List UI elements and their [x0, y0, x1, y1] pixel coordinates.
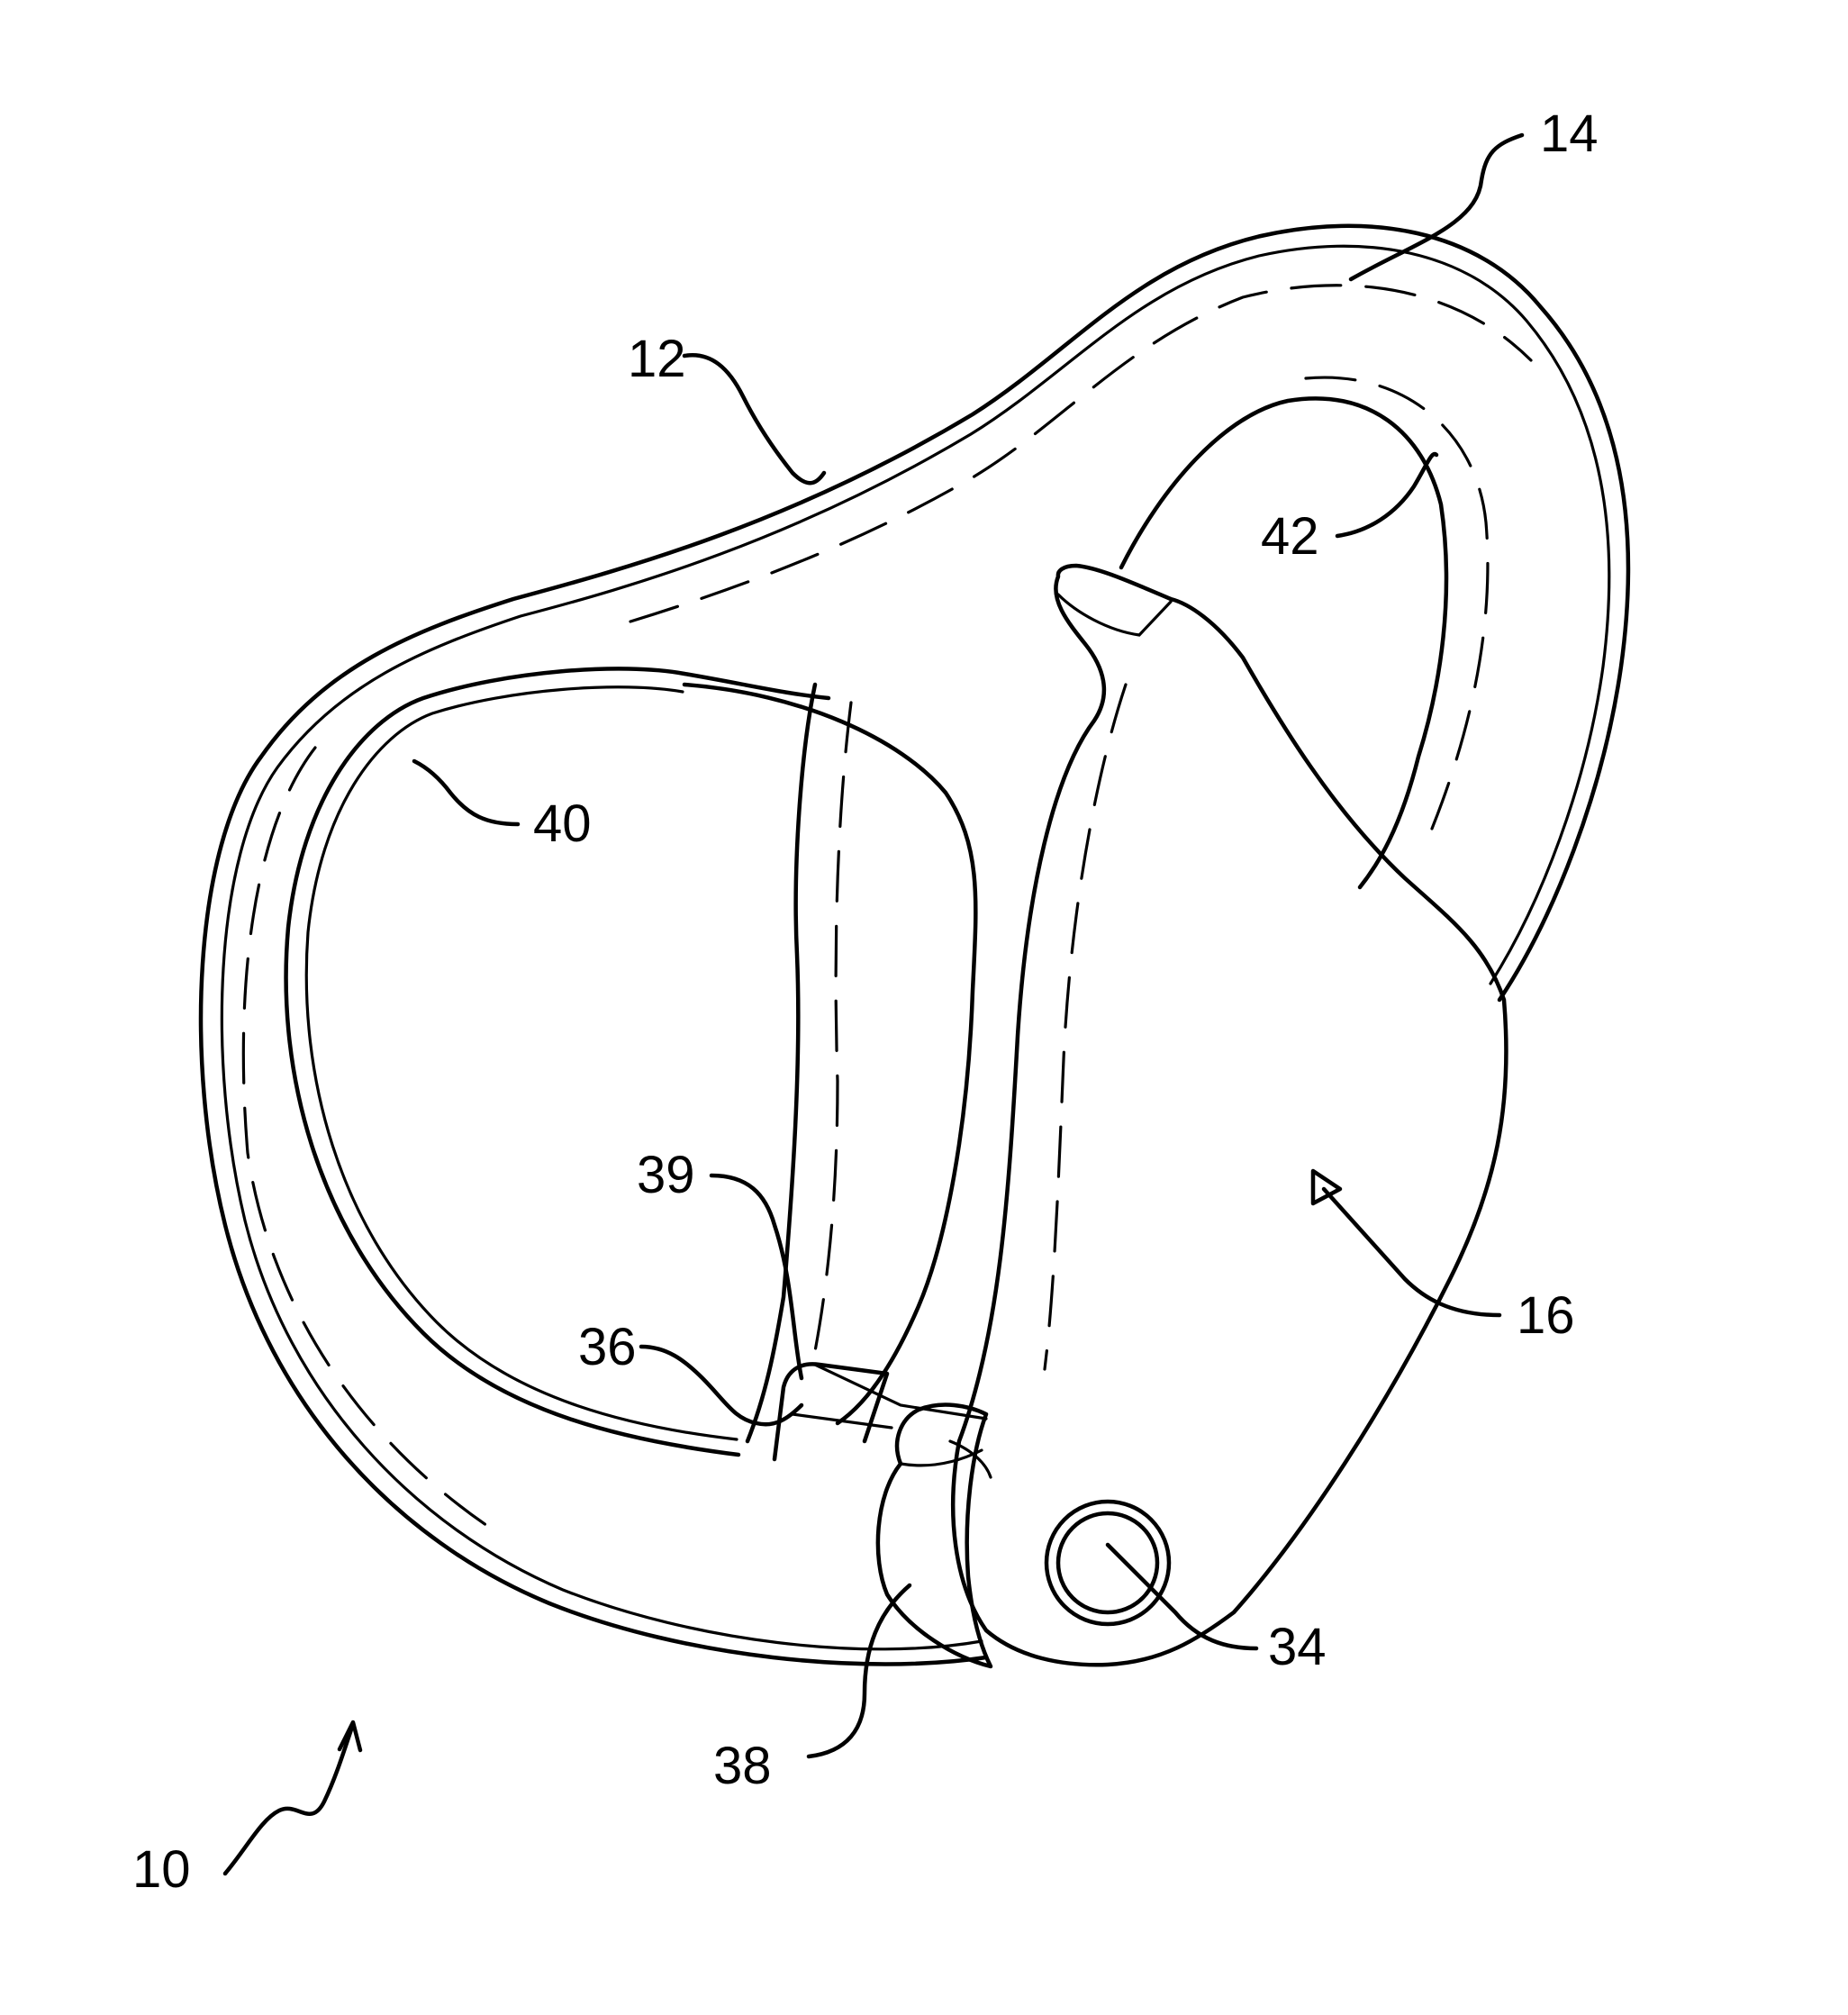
strut-right-edge [747, 685, 815, 1441]
label-42: 42 [1261, 507, 1319, 566]
leader-36 [641, 1347, 802, 1424]
lower-opening-outline [286, 668, 829, 1455]
label-34: 34 [1268, 1618, 1327, 1676]
body-outline-inner [222, 246, 1608, 1649]
leader-12 [684, 355, 824, 483]
gate-edge-highlight [1045, 685, 1126, 1369]
leader-16-arrowhead [1313, 1171, 1340, 1203]
body-highlight-left [243, 748, 495, 1531]
label-14: 14 [1540, 104, 1599, 163]
label-38: 38 [713, 1737, 772, 1795]
leader-40 [414, 761, 518, 824]
label-36: 36 [578, 1318, 637, 1376]
label-39: 39 [637, 1146, 695, 1204]
upper-opening-inner [1306, 377, 1488, 829]
lip-outline [878, 1405, 991, 1666]
leader-39 [711, 1175, 802, 1378]
leader-38 [809, 1585, 910, 1756]
lower-opening-inner [306, 687, 737, 1439]
pivot-rivet-outer [1046, 1502, 1169, 1624]
label-16: 16 [1517, 1286, 1575, 1345]
leader-42 [1337, 454, 1436, 536]
label-10: 10 [132, 1840, 191, 1899]
body-outline [201, 226, 1628, 1665]
leader-14 [1351, 135, 1522, 279]
upper-opening-outline [1121, 398, 1446, 887]
notch-line [793, 1414, 892, 1428]
leader-34 [1108, 1545, 1256, 1648]
leader-16 [1324, 1189, 1499, 1315]
leader-10 [225, 1729, 351, 1874]
strut-left-edge [684, 685, 975, 1423]
strut-center-line [815, 703, 851, 1351]
body-highlight [630, 286, 1531, 622]
gate-outline [953, 566, 1506, 1665]
pivot-rivet-inner [1058, 1513, 1157, 1612]
nose-line [815, 1365, 986, 1419]
label-12: 12 [628, 330, 686, 388]
label-40: 40 [533, 794, 592, 853]
